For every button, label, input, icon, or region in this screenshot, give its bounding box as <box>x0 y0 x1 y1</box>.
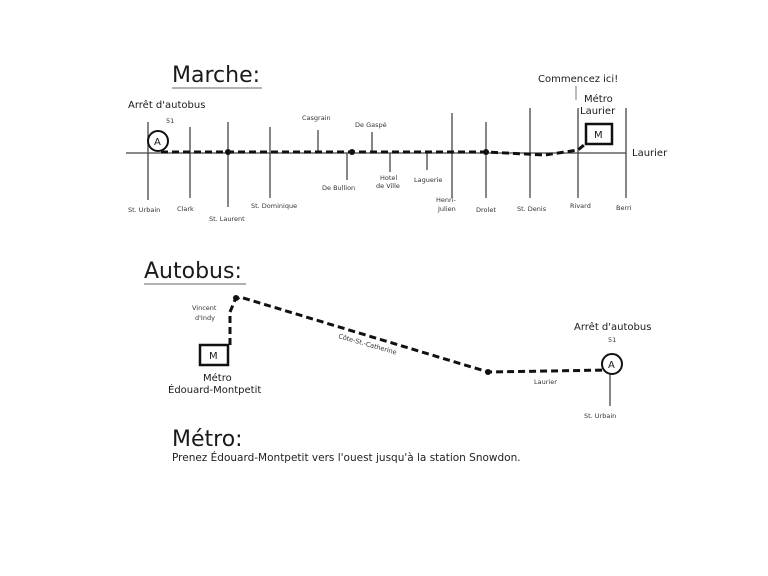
route-dot <box>225 149 231 155</box>
label-drolet: Drolet <box>476 206 496 214</box>
autobus-heading: Autobus: <box>144 259 242 284</box>
bus-stop-number: 51 <box>166 117 174 125</box>
metro-edouard-symbol: M <box>209 351 218 362</box>
label-julien: Julien <box>437 205 456 213</box>
label-laurier-bus: Laurier <box>534 378 557 386</box>
label-laguerie: Laguerie <box>414 176 442 184</box>
bus-stop-number-autobus: 51 <box>608 336 616 344</box>
bus-stop-label-autobus: Arrêt d'autobus <box>574 321 651 333</box>
metro-instruction: Prenez Édouard-Montpetit vers l'ouest ju… <box>172 452 521 464</box>
label-dindy: d'Indy <box>195 314 215 322</box>
label-de-ville: de Ville <box>376 182 400 190</box>
bus-stop-label: Arrêt d'autobus <box>128 99 205 111</box>
metro-heading: Métro: <box>172 427 243 452</box>
metro-edouard-label-1: Métro <box>203 372 232 384</box>
route-dot <box>233 295 239 301</box>
bus-stop-symbol-autobus: A <box>608 360 615 371</box>
label-st-laurent: St. Laurent <box>209 215 245 223</box>
start-label: Commencez ici! <box>538 74 618 85</box>
label-st-denis: St. Denis <box>517 205 547 213</box>
route-dot <box>483 149 489 155</box>
bus-stop-symbol: A <box>154 137 161 148</box>
laurier-street-label: Laurier <box>632 148 668 159</box>
metro-laurier-symbol: M <box>594 130 603 141</box>
metro-edouard-label-2: Édouard-Montpetit <box>168 383 261 396</box>
label-berri: Berri <box>616 204 632 212</box>
label-cote-st-catherine: Côte-St.-Catherine <box>337 332 397 356</box>
bus-stop-icon-autobus <box>601 353 623 375</box>
bus-stop-icon <box>147 130 169 152</box>
metro-laurier-label-1: Métro <box>584 93 613 105</box>
bus-route <box>228 295 611 374</box>
label-hotel: Hotel <box>380 174 397 182</box>
route-dot <box>485 369 491 375</box>
label-vincent: Vincent <box>192 304 217 312</box>
label-rivard: Rivard <box>570 202 591 210</box>
label-st-dominique: St. Dominique <box>251 202 297 210</box>
label-de-gaspe: De Gaspé <box>355 121 387 129</box>
label-st-urbain: St. Urbain <box>128 206 160 214</box>
metro-laurier-label-2: Laurier <box>580 106 616 117</box>
label-clark: Clark <box>177 205 194 213</box>
marche-heading: Marche: <box>172 63 260 88</box>
metro-laurier-icon <box>584 122 614 146</box>
metro-edouard-icon <box>198 343 230 367</box>
route-dot <box>349 149 355 155</box>
label-casgrain: Casgrain <box>302 114 331 122</box>
label-henri: Henri- <box>436 196 456 204</box>
label-st-urbain-bus: St. Urbain <box>584 412 616 420</box>
label-de-bullion: De Bullion <box>322 184 355 192</box>
